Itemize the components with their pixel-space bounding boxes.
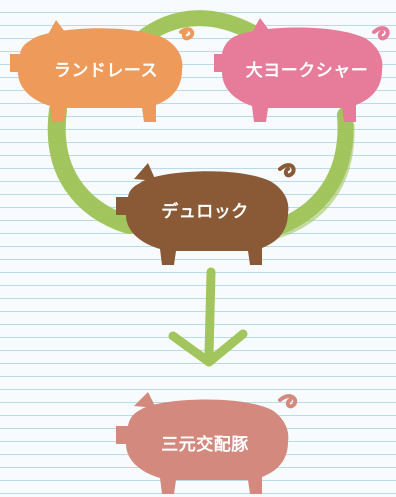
pig-large-yorkshire-label: 大ヨークシャー: [245, 61, 369, 80]
top-arc-arrow: [132, 10, 263, 48]
pig-landrace-label: ランドレース: [53, 61, 159, 80]
down-arrow-head: [168, 329, 248, 367]
pig-duroc-label: デュロック: [161, 202, 249, 221]
pig-duroc-shape: [116, 163, 296, 265]
down-arrow-shaft: [204, 267, 216, 360]
pig-landrace: ランドレース: [6, 10, 195, 125]
pig-large-yorkshire: 大ヨークシャー: [210, 10, 394, 125]
pig-large-yorkshire-shape: [214, 18, 390, 123]
pig-landrace-shape: [10, 20, 195, 122]
pig-three-way-cross: 三元交配豚: [112, 388, 302, 496]
pig-three-way-cross-label: 三元交配豚: [161, 435, 249, 454]
pig-three-way-cross-shape: [116, 392, 298, 494]
pig-duroc: デュロック: [110, 155, 300, 267]
left-arc-arrow: [47, 101, 139, 234]
